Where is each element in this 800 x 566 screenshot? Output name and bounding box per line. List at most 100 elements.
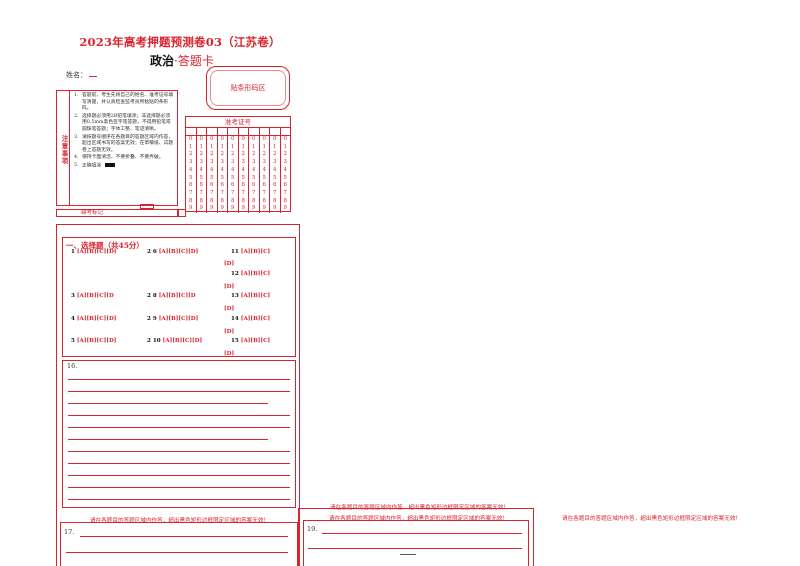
choice-question[interactable]: 2 8[A][B][C][D [147, 293, 196, 299]
exam-digit[interactable]: 4 [262, 166, 266, 173]
exam-digit[interactable]: 2 [189, 151, 193, 158]
exam-digit[interactable]: 8 [199, 197, 203, 204]
exam-number-write-cell[interactable] [260, 128, 270, 135]
answer-line[interactable] [66, 552, 288, 553]
exam-digit[interactable]: 7 [189, 189, 193, 196]
exam-digit[interactable]: 1 [283, 143, 287, 150]
choice-option-d-wrap[interactable]: [D] [224, 261, 235, 267]
exam-digit[interactable]: 5 [262, 174, 266, 181]
choice-question[interactable]: 5[A][B][C][D] [71, 338, 117, 344]
exam-digit[interactable]: 2 [220, 151, 224, 158]
answer-line[interactable] [68, 499, 290, 500]
exam-digit[interactable]: 1 [210, 143, 214, 150]
exam-digit[interactable]: 9 [189, 205, 193, 212]
exam-digit[interactable]: 0 [283, 136, 287, 142]
choice-question[interactable]: 3[A][B][C][D [71, 293, 114, 299]
exam-digit[interactable]: 0 [189, 136, 193, 142]
choice-option-d-wrap[interactable]: [D] [224, 306, 235, 312]
exam-digit[interactable]: 0 [252, 136, 256, 142]
choice-question[interactable]: 2 10[A][B][C][D] [147, 338, 203, 344]
exam-digit[interactable]: 7 [283, 189, 287, 196]
exam-digit[interactable]: 8 [283, 197, 287, 204]
exam-digit[interactable]: 8 [273, 197, 277, 204]
exam-digit[interactable]: 2 [231, 151, 235, 158]
exam-number-write-cell[interactable] [270, 128, 281, 135]
choice-question[interactable]: 15[A][B][C] [231, 338, 271, 344]
exam-digit[interactable]: 4 [220, 166, 224, 173]
exam-digit[interactable]: 1 [189, 143, 193, 150]
exam-digit[interactable]: 7 [199, 189, 203, 196]
answer-line[interactable] [68, 391, 290, 392]
exam-digit[interactable]: 1 [231, 143, 235, 150]
choice-question[interactable]: 13[A][B][C] [231, 293, 271, 299]
exam-digit[interactable]: 9 [241, 205, 245, 212]
exam-digit[interactable]: 1 [199, 143, 203, 150]
exam-digit[interactable]: 3 [220, 159, 224, 166]
answer-line[interactable] [68, 379, 290, 380]
exam-digit[interactable]: 2 [262, 151, 266, 158]
exam-digit[interactable]: 2 [199, 151, 203, 158]
exam-digit[interactable]: 2 [283, 151, 287, 158]
exam-digit[interactable]: 6 [252, 182, 256, 189]
exam-number-write-cell[interactable] [207, 128, 218, 135]
exam-digit[interactable]: 0 [199, 136, 203, 142]
exam-digit[interactable]: 7 [220, 189, 224, 196]
exam-digit[interactable]: 4 [273, 166, 277, 173]
exam-digit[interactable]: 7 [241, 189, 245, 196]
choice-question[interactable]: 14[A][B][C] [231, 316, 271, 322]
exam-digit[interactable]: 6 [273, 182, 277, 189]
exam-number-write-cell[interactable] [239, 128, 249, 135]
exam-digit[interactable]: 5 [241, 174, 245, 181]
exam-digit[interactable]: 6 [199, 182, 203, 189]
exam-digit[interactable]: 5 [231, 174, 235, 181]
answer-line[interactable] [322, 533, 522, 534]
choice-question-12[interactable]: 12[A][B][C] [231, 271, 271, 277]
exam-number-write-cell[interactable] [281, 128, 291, 135]
exam-number-write-cell[interactable] [186, 128, 197, 135]
exam-digit[interactable]: 9 [283, 205, 287, 212]
exam-digit[interactable]: 2 [252, 151, 256, 158]
exam-number-write-cell[interactable] [228, 128, 239, 135]
exam-digit[interactable]: 7 [252, 189, 256, 196]
exam-digit[interactable]: 8 [262, 197, 266, 204]
exam-digit[interactable]: 1 [252, 143, 256, 150]
choice-option-d-wrap[interactable]: [D] [224, 284, 235, 290]
exam-digit[interactable]: 8 [210, 197, 214, 204]
answer-line[interactable] [68, 451, 290, 452]
exam-digit[interactable]: 0 [231, 136, 235, 142]
exam-digit[interactable]: 4 [210, 166, 214, 173]
exam-digit[interactable]: 4 [283, 166, 287, 173]
exam-digit[interactable]: 9 [262, 205, 266, 212]
exam-digit[interactable]: 4 [241, 166, 245, 173]
exam-digit[interactable]: 3 [241, 159, 245, 166]
exam-number-write-cell[interactable] [197, 128, 207, 135]
name-field[interactable]: 姓名： [66, 70, 97, 80]
exam-digit[interactable]: 3 [189, 159, 193, 166]
exam-digit[interactable]: 5 [220, 174, 224, 181]
exam-number-write-cell[interactable] [218, 128, 228, 135]
exam-digit[interactable]: 5 [283, 174, 287, 181]
exam-number-write-row[interactable] [186, 128, 290, 136]
exam-digit[interactable]: 6 [262, 182, 266, 189]
exam-digit[interactable]: 3 [210, 159, 214, 166]
choice-option-d-wrap[interactable]: [D] [224, 351, 235, 357]
exam-digit[interactable]: 1 [241, 143, 245, 150]
exam-digit[interactable]: 9 [210, 205, 214, 212]
exam-digit[interactable]: 6 [210, 182, 214, 189]
answer-line[interactable] [68, 427, 290, 428]
exam-digit[interactable]: 5 [189, 174, 193, 181]
exam-digit[interactable]: 6 [189, 182, 193, 189]
exam-digit[interactable]: 0 [210, 136, 214, 142]
exam-digit[interactable]: 9 [199, 205, 203, 212]
exam-digit[interactable]: 4 [199, 166, 203, 173]
exam-digit[interactable]: 9 [273, 205, 277, 212]
answer-line[interactable] [308, 548, 522, 549]
choice-question[interactable]: 4[A][B][C][D] [71, 316, 117, 322]
exam-digit[interactable]: 6 [220, 182, 224, 189]
exam-digit[interactable]: 7 [231, 189, 235, 196]
